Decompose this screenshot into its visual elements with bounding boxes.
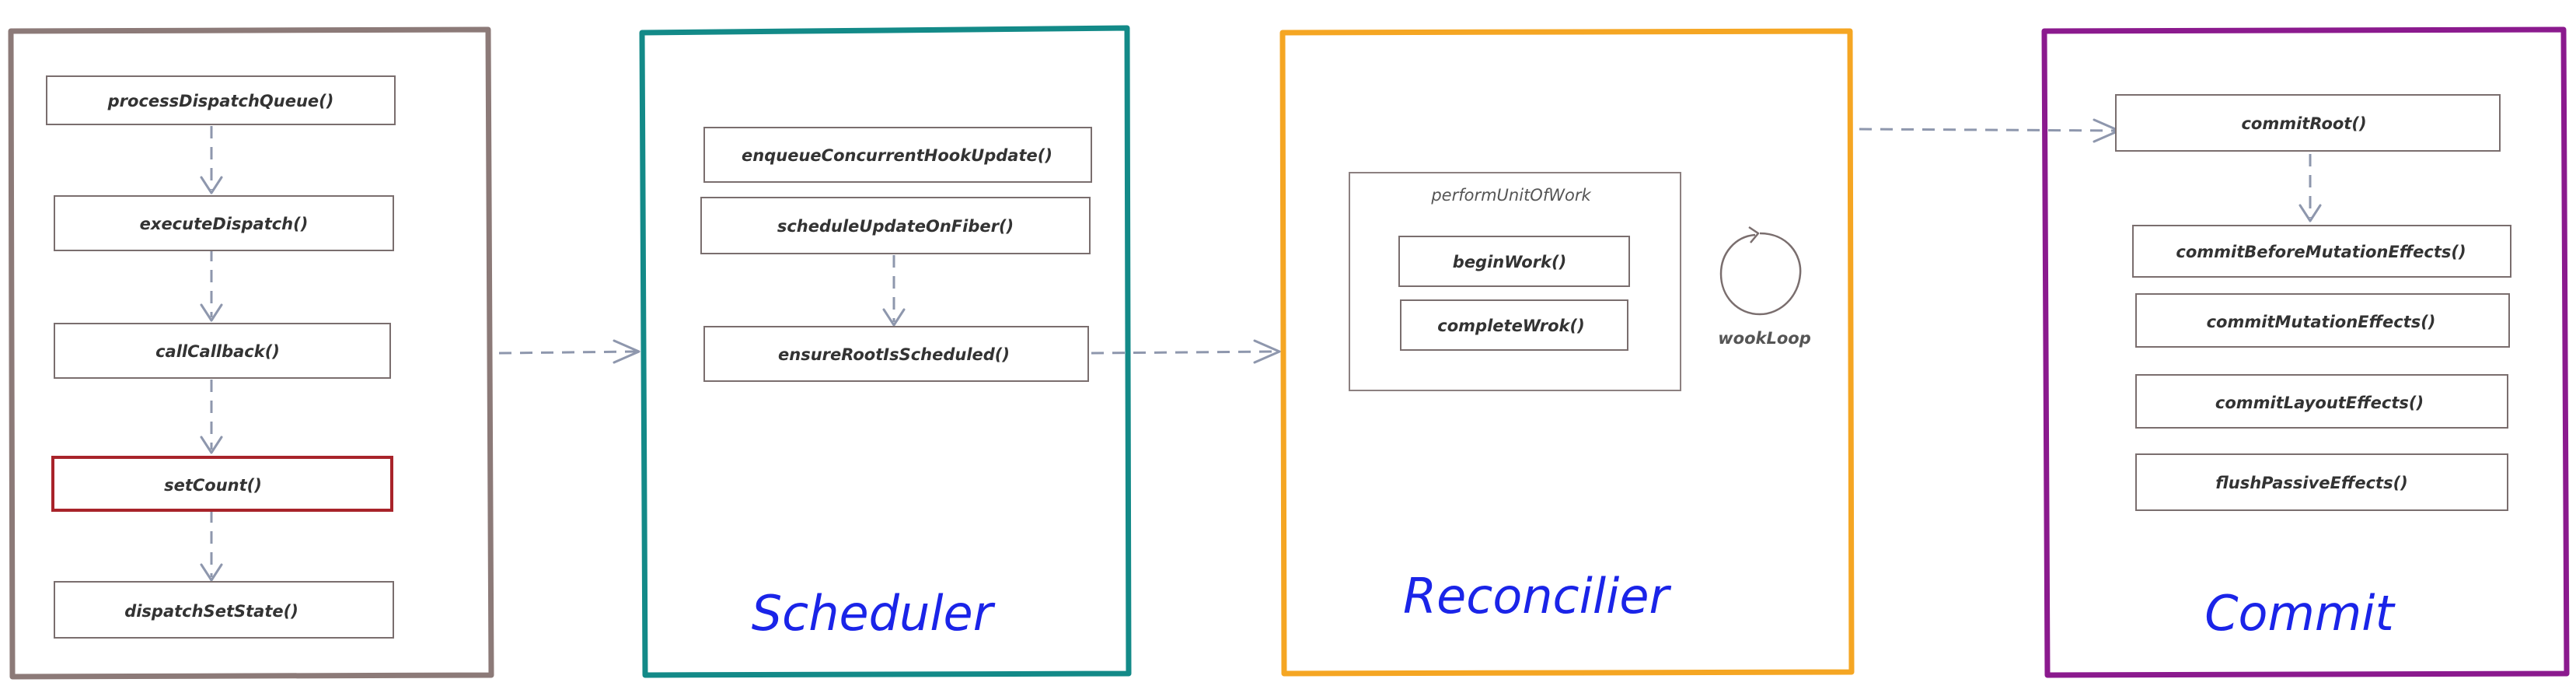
execute-dispatch-box: executeDispatch() (54, 195, 394, 251)
set-count-label: setCount() (164, 476, 262, 495)
commit-before-mutation-effects-label: commitBeforeMutationEffects() (2176, 243, 2466, 261)
dispatch-set-state-label: dispatchSetState() (124, 602, 298, 621)
reconciler-title: Reconcilier (1403, 568, 1671, 625)
begin-work-label: beginWork() (1453, 253, 1566, 271)
complete-work-box: completeWrok() (1400, 299, 1628, 351)
set-count-box: setCount() (51, 456, 393, 512)
commit-mutation-effects-label: commitMutationEffects() (2207, 313, 2436, 331)
commit-mutation-effects-box: commitMutationEffects() (2135, 293, 2510, 348)
work-loop-icon: wookLoop (1718, 226, 1811, 348)
scheduler-panel-frame (639, 25, 1132, 678)
scheduler-internal-arrow (882, 255, 906, 327)
arrow-reconciler-to-commit (1859, 118, 2120, 143)
commit-before-mutation-effects-box: commitBeforeMutationEffects() (2132, 225, 2511, 278)
commit-root-box: commitRoot() (2115, 94, 2501, 152)
schedule-update-on-fiber-label: scheduleUpdateOnFiber() (777, 217, 1014, 236)
call-callback-label: callCallback() (155, 342, 280, 361)
process-dispatch-queue-label: processDispatchQueue() (107, 92, 334, 110)
enqueue-concurrent-hook-update-label: enqueueConcurrentHookUpdate() (742, 146, 1052, 165)
ensure-root-is-scheduled-label: ensureRootIsScheduled() (778, 345, 1010, 364)
complete-work-label: completeWrok() (1437, 317, 1584, 335)
process-dispatch-queue-box: processDispatchQueue() (46, 75, 396, 125)
arrow-event-to-scheduler (498, 339, 641, 364)
commit-title: Commit (2204, 585, 2396, 642)
arrow-scheduler-to-reconciler (1091, 339, 1281, 364)
event-dispatch-panel: processDispatchQueue() executeDispatch()… (8, 26, 494, 680)
flush-passive-effects-label: flushPassiveEffects() (2215, 474, 2408, 492)
ensure-root-is-scheduled-box: ensureRootIsScheduled() (703, 326, 1089, 382)
reconciler-panel-frame (1279, 28, 1855, 677)
dispatch-set-state-box: dispatchSetState() (54, 581, 394, 639)
commit-layout-effects-label: commitLayoutEffects() (2215, 394, 2424, 412)
enqueue-concurrent-hook-update-box: enqueueConcurrentHookUpdate() (703, 127, 1092, 183)
execute-dispatch-label: executeDispatch() (140, 215, 309, 233)
commit-panel: commitRoot() commitBeforeMutationEffects… (2041, 26, 2570, 678)
commit-layout-effects-box: commitLayoutEffects() (2135, 374, 2508, 429)
reconciler-panel: performUnitOfWork beginWork() completeWr… (1279, 28, 1855, 677)
commit-root-label: commitRoot() (2241, 114, 2366, 133)
scheduler-title: Scheduler (752, 585, 996, 642)
event-dispatch-panel-frame (8, 26, 494, 680)
scheduler-panel: enqueueConcurrentHookUpdate() scheduleUp… (639, 25, 1132, 678)
perform-unit-of-work-group: performUnitOfWork beginWork() completeWr… (1349, 172, 1681, 391)
commit-internal-arrow (2299, 154, 2322, 222)
work-loop-label: wookLoop (1718, 329, 1811, 348)
event-dispatch-arrows (200, 126, 223, 582)
commit-panel-frame (2041, 26, 2570, 678)
call-callback-box: callCallback() (54, 323, 391, 379)
perform-unit-of-work-frame (1349, 172, 1681, 391)
perform-unit-of-work-caption: performUnitOfWork (1430, 186, 1591, 205)
flush-passive-effects-box: flushPassiveEffects() (2135, 453, 2508, 511)
begin-work-box: beginWork() (1398, 236, 1630, 287)
schedule-update-on-fiber-box: scheduleUpdateOnFiber() (700, 197, 1091, 254)
